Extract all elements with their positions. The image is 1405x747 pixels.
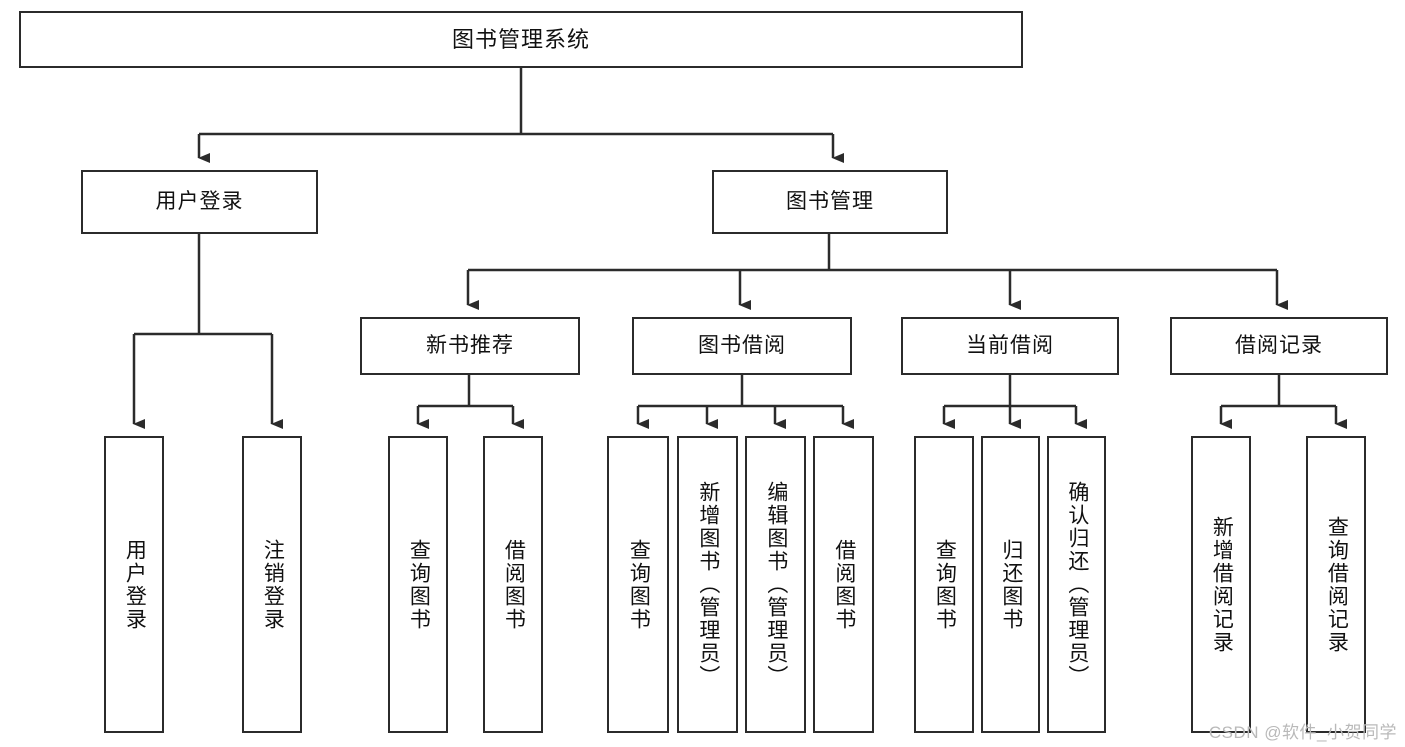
node-label: 新增图书（管理员） bbox=[696, 481, 720, 688]
node-label: 借阅图书 bbox=[502, 538, 526, 631]
node-label: 当前借阅 bbox=[966, 333, 1054, 357]
node-label: 借阅图书 bbox=[832, 538, 856, 631]
node-label: 编辑图书（管理员） bbox=[764, 481, 788, 688]
node-label: 用户登录 bbox=[155, 189, 244, 213]
leaf-book-borrow-add-book-admin[interactable]: 新增图书（管理员） bbox=[677, 436, 738, 733]
node-label: 确认归还（管理员） bbox=[1065, 481, 1089, 688]
leaf-borrow-record-query-record[interactable]: 查询借阅记录 bbox=[1306, 436, 1366, 733]
leaf-current-borrow-confirm-return-admin[interactable]: 确认归还（管理员） bbox=[1047, 436, 1106, 733]
node-root-book-management-system[interactable]: 图书管理系统 bbox=[19, 11, 1023, 68]
leaf-new-book-query-book[interactable]: 查询图书 bbox=[388, 436, 448, 733]
leaf-book-borrow-query-book[interactable]: 查询图书 bbox=[607, 436, 669, 733]
node-label: 用户登录 bbox=[123, 538, 147, 631]
node-label: 图书管理系统 bbox=[451, 26, 590, 52]
csdn-watermark: CSDN @软件_小贺同学 bbox=[1208, 723, 1397, 742]
node-label: 新增借阅记录 bbox=[1210, 515, 1234, 654]
node-current-borrow[interactable]: 当前借阅 bbox=[901, 317, 1119, 375]
node-label: 归还图书 bbox=[999, 538, 1023, 631]
node-label: 查询图书 bbox=[627, 538, 651, 631]
leaf-current-borrow-return-book[interactable]: 归还图书 bbox=[981, 436, 1040, 733]
node-label: 图书借阅 bbox=[698, 333, 786, 357]
leaf-user-login-logout[interactable]: 注销登录 bbox=[242, 436, 302, 733]
node-label: 查询借阅记录 bbox=[1325, 515, 1349, 654]
node-label: 图书管理 bbox=[786, 189, 874, 213]
leaf-user-login-login[interactable]: 用户登录 bbox=[104, 436, 164, 733]
leaf-book-borrow-borrow-book[interactable]: 借阅图书 bbox=[813, 436, 874, 733]
leaf-borrow-record-add-record[interactable]: 新增借阅记录 bbox=[1191, 436, 1251, 733]
node-label: 新书推荐 bbox=[426, 333, 514, 357]
leaf-current-borrow-query-book[interactable]: 查询图书 bbox=[914, 436, 974, 733]
node-label: 注销登录 bbox=[261, 538, 285, 631]
leaf-book-borrow-edit-book-admin[interactable]: 编辑图书（管理员） bbox=[745, 436, 806, 733]
node-borrow-record[interactable]: 借阅记录 bbox=[1170, 317, 1388, 375]
node-new-book-recommend[interactable]: 新书推荐 bbox=[360, 317, 580, 375]
node-label: 查询图书 bbox=[407, 538, 431, 631]
node-label: 借阅记录 bbox=[1235, 333, 1323, 357]
node-label: 查询图书 bbox=[933, 538, 957, 631]
leaf-new-book-borrow-book[interactable]: 借阅图书 bbox=[483, 436, 543, 733]
node-user-login[interactable]: 用户登录 bbox=[81, 170, 318, 234]
node-book-management[interactable]: 图书管理 bbox=[712, 170, 948, 234]
node-book-borrow[interactable]: 图书借阅 bbox=[632, 317, 852, 375]
